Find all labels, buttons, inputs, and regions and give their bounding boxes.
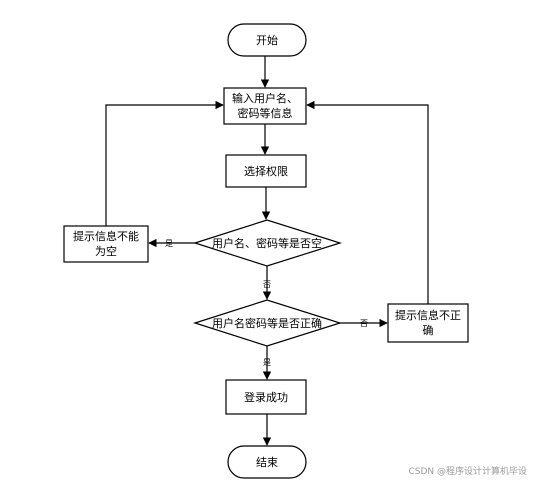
end-terminator [227,445,307,479]
empty-message-line1: 提示信息不能 [73,229,139,243]
edge-empty-message-to-input [105,100,224,226]
start-terminator [227,23,307,57]
edge-yes-correct-label: 是 [263,358,271,367]
end-label: 结束 [256,456,278,469]
login-success-label: 登录成功 [244,390,288,404]
edge-yes-empty-label: 是 [165,239,173,248]
input-credentials-box [223,87,307,125]
start-label: 开始 [256,33,278,47]
login-success-box [225,379,307,415]
wrong-message-box [387,303,469,343]
input-credentials-line1: 输入用户名、 [232,91,298,105]
edge-wrong-message-to-input [306,100,429,304]
csdn-watermark: CSDN @程序设计计算机毕设 [408,465,527,477]
wrong-message-line1: 提示信息不正 [395,308,461,322]
check-correct-label: 用户名密码等是否正确 [212,316,322,330]
edge-no-correct-label: 否 [360,319,368,328]
empty-message-line2: 为空 [95,244,117,258]
wrong-message-line2: 确 [423,324,434,337]
edge-no-empty-label: 否 [263,280,271,289]
check-empty-decision [193,219,342,267]
select-permission-box [225,154,307,188]
select-permission-label: 选择权限 [244,164,288,178]
input-credentials-line2: 密码等信息 [238,106,293,120]
check-empty-label: 用户名、密码等是否空 [212,236,322,250]
